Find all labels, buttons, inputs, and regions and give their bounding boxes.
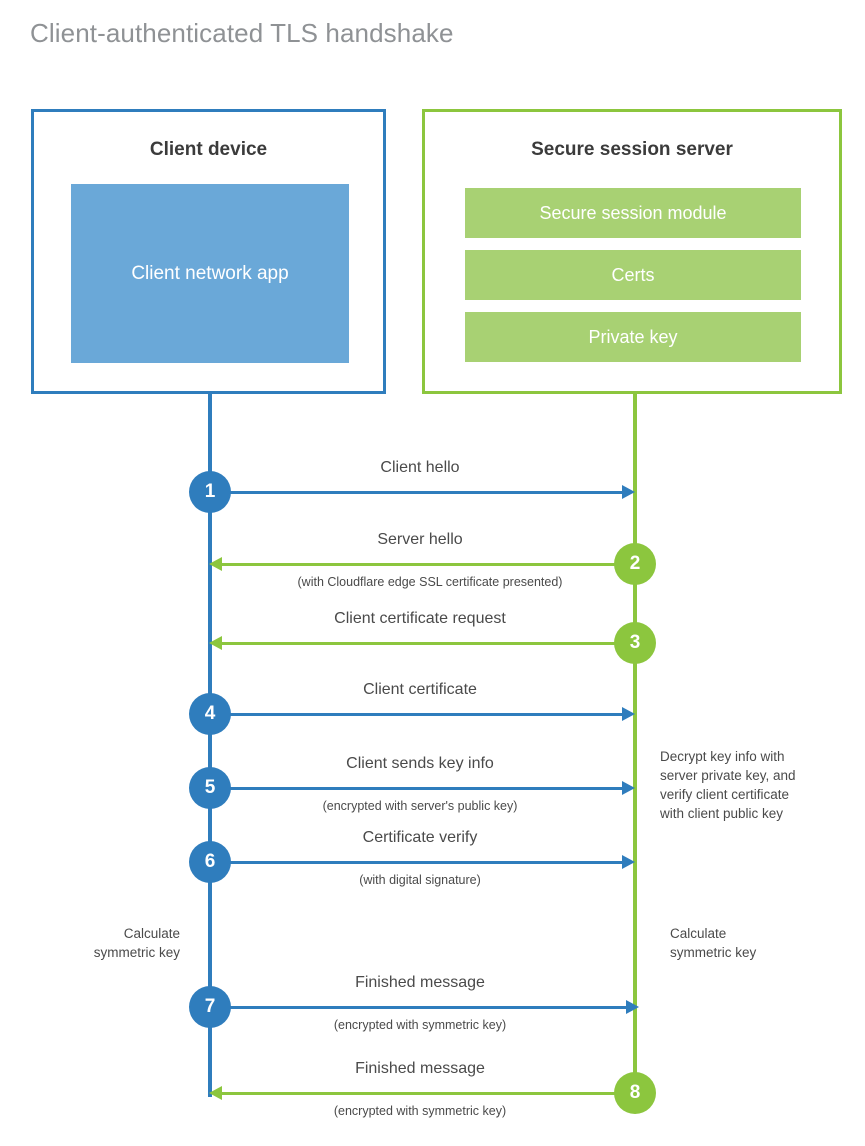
message-line-3 bbox=[222, 642, 633, 645]
arrowhead-right-4 bbox=[622, 707, 635, 721]
message-sublabel-2: (with Cloudflare edge SSL certificate pr… bbox=[297, 575, 563, 589]
message-line-4 bbox=[210, 713, 630, 716]
client-lifeline bbox=[208, 392, 212, 1097]
arrowhead-left-8 bbox=[209, 1086, 222, 1100]
server-module-certs: Certs bbox=[465, 250, 801, 300]
message-line-6 bbox=[210, 861, 630, 864]
client-network-app-label: Client network app bbox=[131, 262, 289, 284]
message-line-8 bbox=[222, 1092, 633, 1095]
message-label-7: Finished message bbox=[355, 974, 485, 991]
message-label-6: Certificate verify bbox=[362, 829, 478, 846]
annotation-server-calculate-symmetric-key: Calculate symmetric key bbox=[670, 926, 757, 960]
annotation-client-calculate-symmetric-key: Calculate symmetric key bbox=[93, 926, 180, 960]
message-label-3: Client certificate request bbox=[334, 610, 506, 627]
message-label-4: Client certificate bbox=[363, 681, 477, 698]
step-badge-1: 1 bbox=[189, 471, 231, 513]
page-title: Client-authenticated TLS handshake bbox=[30, 18, 454, 48]
arrowhead-right-1 bbox=[622, 485, 635, 499]
server-module-label: Secure session module bbox=[539, 202, 727, 223]
arrowhead-left-2 bbox=[209, 557, 222, 571]
message-sublabel-8: (encrypted with symmetric key) bbox=[333, 1104, 507, 1118]
message-label-1: Client hello bbox=[380, 459, 460, 476]
message-sublabel-5: (encrypted with server's public key) bbox=[322, 799, 518, 813]
client-device-box: Client device Client network app bbox=[31, 109, 386, 394]
message-sublabel-6: (with digital signature) bbox=[359, 873, 481, 887]
server-module-secure-session-module: Secure session module bbox=[465, 188, 801, 238]
client-network-app-box: Client network app bbox=[71, 184, 349, 363]
arrowhead-left-3 bbox=[209, 636, 222, 650]
message-label-8: Finished message bbox=[355, 1060, 485, 1077]
step-badge-8: 8 bbox=[614, 1072, 656, 1114]
message-line-7 bbox=[210, 1006, 634, 1009]
secure-session-server-box: Secure session server Secure session mod… bbox=[422, 109, 842, 394]
message-label-5: Client sends key info bbox=[346, 755, 494, 772]
step-badge-2: 2 bbox=[614, 543, 656, 585]
message-line-5 bbox=[210, 787, 630, 790]
message-label-2: Server hello bbox=[377, 531, 463, 548]
arrowhead-right-7 bbox=[626, 1000, 639, 1014]
client-device-title: Client device bbox=[149, 139, 268, 160]
step-badge-6: 6 bbox=[189, 841, 231, 883]
step-badge-7: 7 bbox=[189, 986, 231, 1028]
server-module-label: Certs bbox=[611, 264, 655, 285]
arrowhead-right-6 bbox=[622, 855, 635, 869]
message-line-2 bbox=[222, 563, 633, 566]
message-sublabel-7: (encrypted with symmetric key) bbox=[333, 1018, 507, 1032]
server-lifeline bbox=[633, 392, 637, 1093]
step-badge-4: 4 bbox=[189, 693, 231, 735]
step-badge-3: 3 bbox=[614, 622, 656, 664]
secure-session-server-title: Secure session server bbox=[531, 139, 733, 160]
step-badge-5: 5 bbox=[189, 767, 231, 809]
message-line-1 bbox=[210, 491, 630, 494]
server-module-label: Private key bbox=[588, 326, 678, 347]
server-module-private-key: Private key bbox=[465, 312, 801, 362]
annotation-server-decrypt-key-info: Decrypt key info with server private key… bbox=[660, 749, 796, 821]
arrowhead-right-5 bbox=[622, 781, 635, 795]
